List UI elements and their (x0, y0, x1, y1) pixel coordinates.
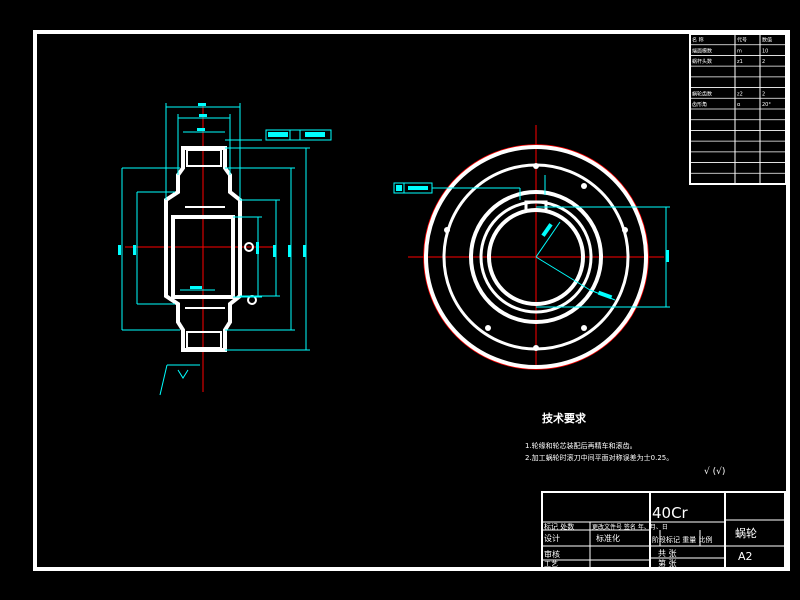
outer-rim (424, 145, 648, 369)
material: 40Cr (652, 504, 689, 522)
param-cell: 端面模数 (692, 47, 712, 54)
checker-label: 审核 (544, 549, 560, 559)
part-name: 蜗轮 (735, 526, 757, 540)
front-view (393, 125, 670, 370)
param-header-cell: 名 称 (692, 37, 704, 44)
tech-req-item-2: 2.加工蜗轮时滚刀中间平面对称误差为士0.25。 (525, 453, 673, 462)
param-header-cell: 数值 (762, 37, 772, 44)
tech-req-title: 技术要求 (542, 411, 587, 425)
file-label: 更改文件号 签名 年、月、日 (592, 523, 668, 531)
bolt-holes (444, 163, 628, 351)
param-cell: 10 (762, 48, 768, 54)
param-cell: 蜗轮齿数 (692, 90, 712, 97)
marks-label: 标记 处数 (544, 522, 574, 531)
param-cell: 2 (762, 91, 765, 97)
param-cell: 蜗杆头数 (692, 58, 712, 65)
title-block (541, 491, 786, 569)
surface-roughness-note: √ (√) (704, 466, 725, 477)
drawing-frame (33, 30, 790, 571)
tech-requirements: 技术要求 1.轮缘和轮芯装配后再精车和滚齿。 2.加工蜗轮时滚刀中间平面对称误差… (525, 411, 725, 477)
front-dimensions (393, 175, 670, 308)
hub-outer (469, 190, 603, 324)
param-cell: 齿形角 (692, 101, 707, 108)
tech-req-item-1: 1.轮缘和轮芯装配后再精车和滚齿。 (525, 441, 637, 450)
title-block-text: 40Cr 蜗轮 A2 标记 处数 更改文件号 签名 年、月、日 设计 标准化 阶… (544, 504, 757, 568)
bore-circle (487, 208, 585, 306)
process-label: 工艺 (544, 560, 558, 568)
designer-value: 标准化 (596, 533, 620, 543)
param-cell: 2 (762, 59, 765, 65)
designer-label: 设计 (544, 533, 560, 543)
sheet-label-2: 第 张 (658, 558, 677, 568)
stage-label: 阶段标记 重量 比例 (652, 535, 712, 544)
section-view (118, 103, 332, 396)
tooth-hatch-bottom (186, 331, 222, 349)
bore-outline (171, 215, 235, 299)
param-cell: α (737, 102, 741, 108)
param-cell: m (737, 48, 742, 54)
tooth-hatch-top (186, 149, 222, 167)
sheet-label-1: 共 张 (658, 549, 677, 558)
param-header-cell: 代号 (737, 37, 747, 44)
section-dim-marks (118, 103, 325, 289)
param-cell: z2 (737, 91, 743, 97)
param-cell: 20° (762, 102, 771, 108)
param-cell: z1 (737, 59, 743, 65)
sheet-size: A2 (738, 550, 753, 563)
